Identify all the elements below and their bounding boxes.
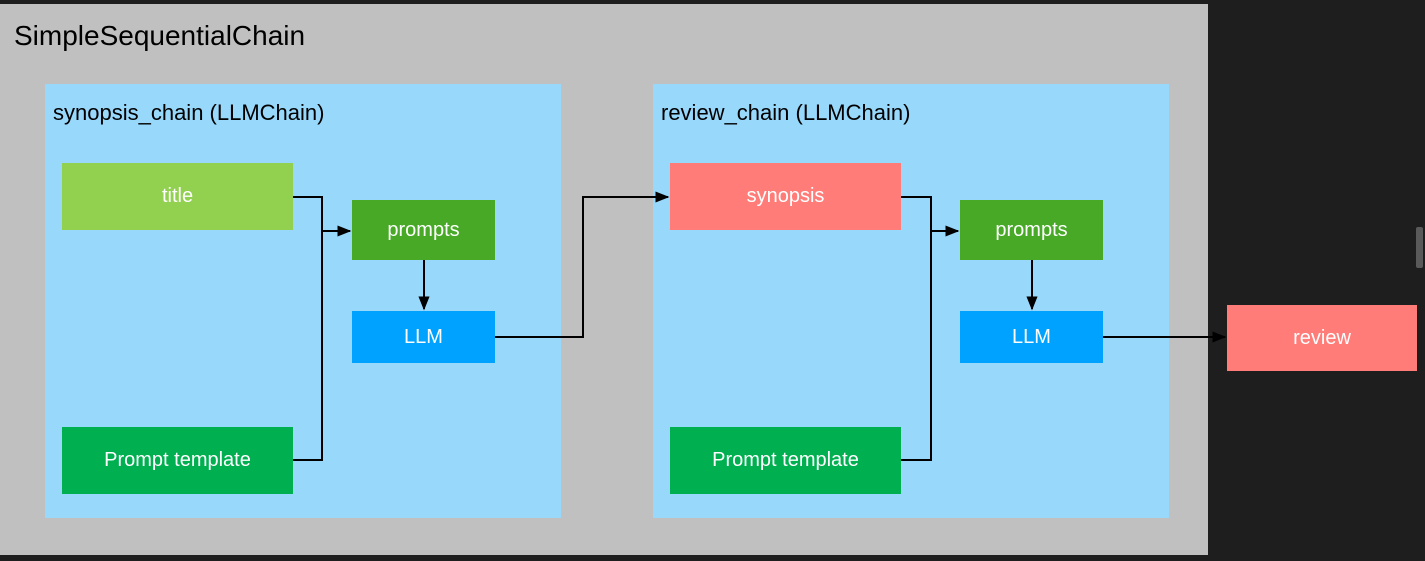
diagram-title: SimpleSequentialChain xyxy=(14,20,306,51)
title-input-node: title xyxy=(62,163,293,230)
synopsis-prompt-template-node: Prompt template xyxy=(62,427,293,494)
synopsis-input-node: synopsis xyxy=(670,163,901,230)
review-chain-title: review_chain (LLMChain) xyxy=(661,100,911,125)
scrollbar-thumb[interactable] xyxy=(1416,227,1423,268)
synopsis-prompts-node: prompts xyxy=(352,200,495,260)
synopsis-chain-title: synopsis_chain (LLMChain) xyxy=(53,100,325,125)
review-llm-node: LLM xyxy=(960,311,1103,363)
review-prompts-node: prompts xyxy=(960,200,1103,260)
review-prompt-template-node: Prompt template xyxy=(670,427,901,494)
synopsis-llm-node: LLM xyxy=(352,311,495,363)
review-output-node: review xyxy=(1227,305,1417,371)
